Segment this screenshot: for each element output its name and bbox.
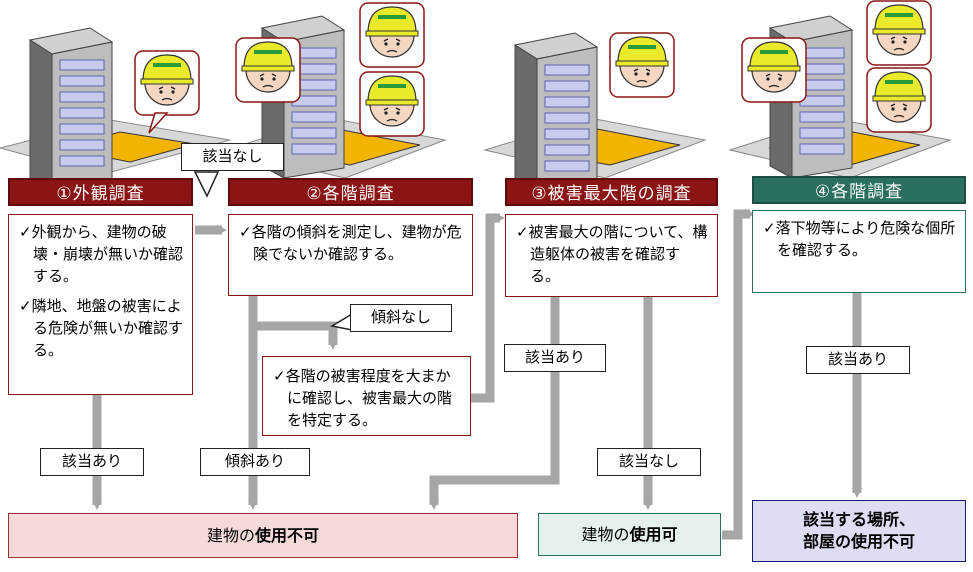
result-building-usable: 建物の使用可 — [538, 513, 721, 556]
inspector-face-icon — [134, 50, 200, 134]
step-4-body: ✓落下物等により危険な個所を確認する。 — [752, 210, 966, 293]
result-building-unusable: 建物の使用不可 — [8, 513, 518, 558]
result-line-2: 部屋の使用不可 — [802, 532, 915, 551]
step-2-header: ②各階調査 — [228, 178, 473, 206]
inspector-face-icon — [866, 67, 932, 133]
step-1-header: ①外観調査 — [8, 178, 193, 206]
sub-box-line: ✓各階の被害程度を大まかに確認し、被害最大の階を特定する。 — [273, 367, 453, 429]
label-applicable-3: 該当あり — [504, 344, 606, 372]
result-prefix: 建物の — [206, 525, 255, 545]
step-2-body: ✓各階の傾斜を測定し、建物が危険でないか確認する。 — [228, 214, 473, 296]
label-not-applicable-3: 該当なし — [597, 448, 701, 476]
step-1-line: ✓隣地、地盤の被害による危険が無いか確認する。 — [19, 297, 184, 359]
inspector-face-icon — [866, 0, 932, 66]
label-no-tilt: 傾斜なし — [350, 304, 452, 332]
step-4-header: ④各階調査 — [752, 176, 966, 204]
label-applicable-1: 該当あり — [40, 448, 144, 476]
building-illustration-4 — [728, 15, 952, 179]
flow-arrows — [92, 209, 862, 540]
inspector-face-icon — [741, 37, 807, 103]
result-bold: 使用可 — [629, 524, 678, 544]
step-1-line: ✓外観から、建物の破壊・崩壊が無いか確認する。 — [19, 223, 184, 285]
step-3-line: ✓被害最大の階について、構造躯体の被害を確認する。 — [516, 223, 708, 285]
step-3-header: ③被害最大階の調査 — [505, 178, 718, 206]
inspector-face-icon — [609, 32, 675, 98]
label-no-applicable-top: 該当なし — [181, 143, 284, 171]
label-tilt-present: 傾斜あり — [200, 448, 310, 476]
inspector-face-icon — [235, 37, 301, 103]
building-illustration-1 — [0, 27, 231, 191]
step-3-body: ✓被害最大の階について、構造躯体の被害を確認する。 — [505, 214, 718, 297]
step-2-line: ✓各階の傾斜を測定し、建物が危険でないか確認する。 — [239, 223, 462, 263]
callout-pointer — [193, 171, 220, 198]
result-prefix: 建物の — [581, 524, 630, 544]
inspector-face-icon — [359, 71, 425, 137]
step-4-line: ✓落下物等により危険な個所を確認する。 — [763, 219, 956, 259]
result-partial-unusable: 該当する場所、 部屋の使用不可 — [752, 500, 966, 562]
result-bold: 使用不可 — [255, 525, 320, 545]
inspector-face-icon — [359, 2, 425, 68]
result-line-1: 該当する場所、 — [802, 510, 915, 529]
step-1-body: ✓外観から、建物の破壊・崩壊が無いか確認する。 ✓隣地、地盤の被害による危険が無… — [8, 214, 193, 395]
building-illustration-3 — [483, 32, 707, 196]
max-damage-floor-box: ✓各階の被害程度を大まかに確認し、被害最大の階を特定する。 — [262, 356, 471, 436]
label-applicable-4: 該当あり — [806, 346, 910, 374]
